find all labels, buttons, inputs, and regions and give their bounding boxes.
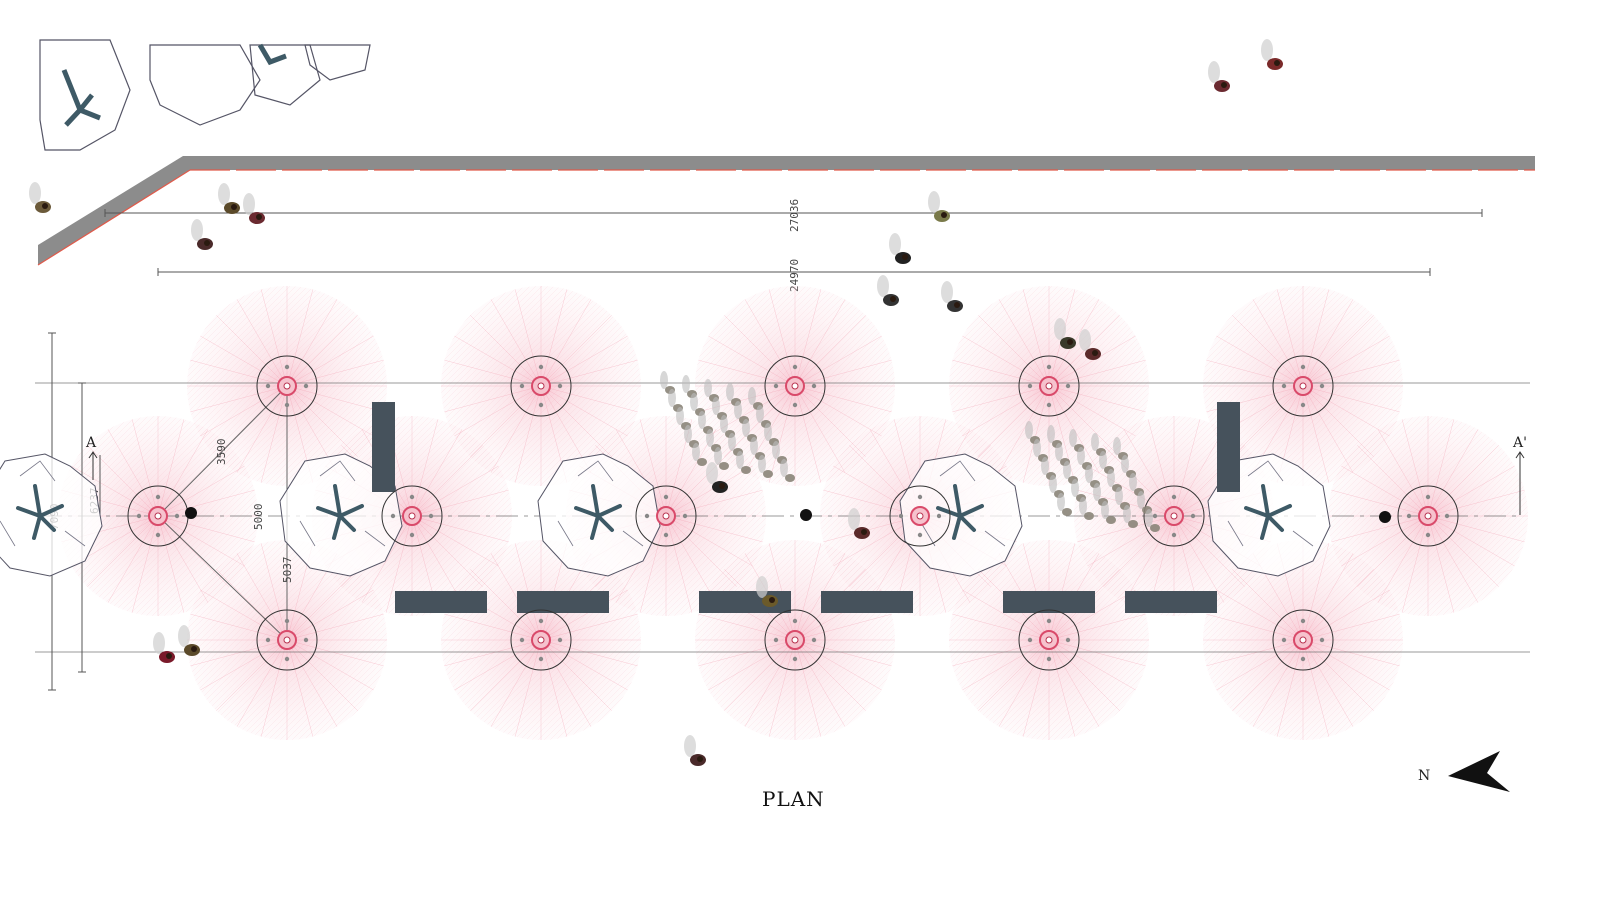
bench-layer [372,402,1240,613]
light-fixture-11 [1397,485,1459,547]
person-4 [243,193,265,224]
person-15 [756,576,778,607]
drawing-title: PLAN [762,787,825,811]
light-fixture-3 [764,355,826,417]
person-14 [848,508,870,539]
dimension-text-inner: 24970 [788,259,801,292]
dimension-text-overall: 27036 [788,199,801,232]
person-11 [1054,318,1076,349]
light-fixture-10 [1143,485,1205,547]
light-fixture-14 [764,609,826,671]
north-label: N [1418,768,1430,784]
light-fixture-layer [127,355,1459,671]
bench-vertical-2 [1217,402,1240,492]
crowd-layer [660,371,1160,532]
person-18 [684,735,706,766]
dimension-line-overall [104,209,1483,217]
dimension-line-inner [157,268,1431,276]
person-7 [928,191,950,222]
person-12 [1079,329,1101,360]
light-fixture-9 [889,485,951,547]
bench-1 [395,591,487,613]
tree-3 [537,453,661,577]
person-8 [889,233,911,264]
dimension-text-diagonal: 3590 [215,439,228,466]
person-2 [1261,39,1283,70]
light-fixture-1 [256,355,318,417]
bench-5 [1003,591,1095,613]
crowd-cluster-1 [660,371,795,482]
bench-4 [821,591,913,613]
tree-4 [899,453,1023,577]
bench-2 [517,591,609,613]
bench-6 [1125,591,1217,613]
person-3 [218,183,240,214]
person-1 [1208,61,1230,92]
person-17 [178,625,200,656]
section-marker-start: A [85,435,98,480]
person-5 [191,219,213,250]
section-label-end: A' [1512,435,1527,451]
north-arrow-icon [1448,751,1510,792]
light-fixture-6 [127,485,189,547]
light-fixture-2 [510,355,572,417]
person-9 [877,275,899,306]
dimension-text-short: 5000 [252,504,265,531]
boundary-wall [37,156,1535,266]
light-fixture-12 [256,609,318,671]
light-fixture-15 [1018,609,1080,671]
bollard-layer [185,507,1391,523]
section-label-start: A [85,435,97,451]
light-fixture-7 [381,485,443,547]
bollard-2 [800,509,812,521]
light-fixture-5 [1272,355,1334,417]
light-fixture-13 [510,609,572,671]
bollard-1 [185,507,197,519]
bench-vertical-1 [372,402,395,492]
light-fixture-4 [1018,355,1080,417]
light-fixture-16 [1272,609,1334,671]
person-13 [706,462,728,493]
person-6 [29,182,51,213]
section-marker-end: A' [1512,435,1527,515]
tree-2 [279,453,403,577]
tree-canopy-top-left [39,39,371,151]
person-10 [941,281,963,312]
light-fixture-8 [635,485,697,547]
crowd-cluster-2 [1025,421,1160,532]
bollard-3 [1379,511,1391,523]
tree-layer [0,453,1331,577]
dimension-text-lower: 5037 [281,557,294,584]
tree-1 [0,453,103,577]
people-layer [29,39,1283,766]
person-16 [153,632,175,663]
